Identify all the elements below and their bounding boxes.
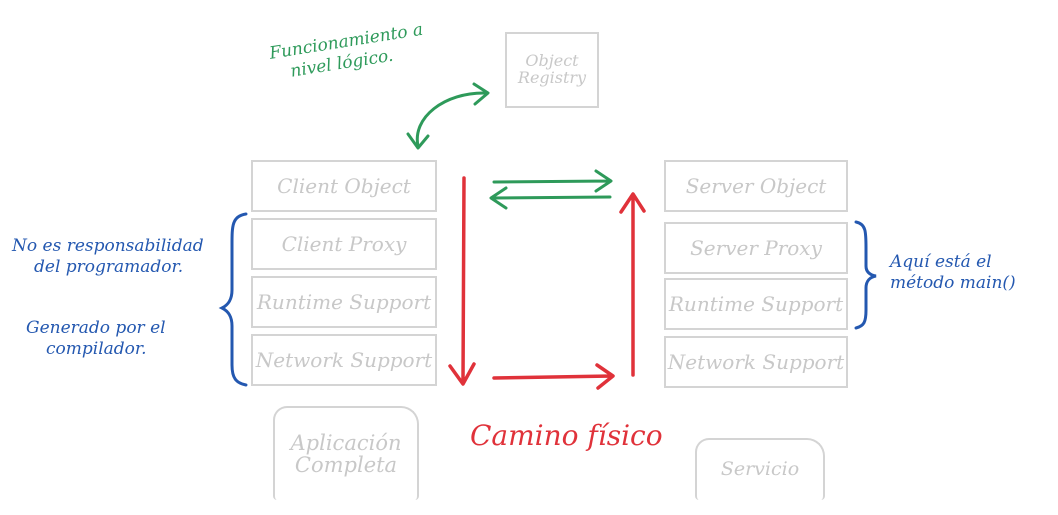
client-proxy-label: Client Proxy	[281, 231, 407, 256]
client-application-line2: Completa	[294, 453, 398, 477]
left-note-line4: compilador.	[46, 339, 147, 360]
right-note-line2: método main()	[890, 273, 1016, 294]
physical-arrow-up	[619, 192, 646, 377]
server-proxy-box: Server Proxy	[664, 222, 848, 274]
physical-path-label-text: Camino físico	[470, 419, 663, 452]
left-brace	[218, 212, 248, 387]
logical-arrow-left	[489, 186, 612, 210]
client-runtime-support-label: Runtime Support	[256, 289, 432, 314]
physical-arrow-right	[492, 363, 615, 390]
right-note-main: Aquí está el método main()	[890, 252, 1016, 295]
client-object-label: Client Object	[277, 173, 411, 198]
client-application-box: Aplicación Completa	[273, 406, 419, 500]
server-proxy-label: Server Proxy	[690, 235, 822, 260]
server-network-support-box: Network Support	[664, 336, 848, 388]
logical-arrow-right	[492, 169, 613, 193]
logical-curve-arrowhead-top	[472, 82, 490, 106]
client-network-support-box: Network Support	[251, 334, 437, 386]
client-application-line1: Aplicación	[290, 430, 402, 455]
left-note-line1: No es responsabilidad	[12, 236, 204, 256]
right-note-line1: Aquí está el	[890, 252, 992, 272]
server-application-box: Servicio	[695, 438, 825, 500]
server-application-label: Servicio	[720, 458, 800, 481]
left-note-line2: del programador.	[34, 257, 184, 278]
left-note-compiler: Generado por el compilador.	[26, 318, 166, 361]
object-registry-line1: Object	[525, 51, 579, 71]
left-note-responsibility: No es responsabilidad del programador.	[12, 236, 204, 279]
server-object-label: Server Object	[685, 173, 827, 198]
client-runtime-support-box: Runtime Support	[251, 276, 437, 328]
left-note-line3: Generado por el	[26, 318, 166, 338]
logical-curve-arrowhead-bottom	[406, 132, 430, 150]
client-proxy-box: Client Proxy	[251, 218, 437, 270]
logical-curve-arrow	[415, 91, 488, 148]
right-brace	[854, 220, 877, 330]
object-registry-line2: Registry	[517, 68, 587, 87]
server-runtime-support-label: Runtime Support	[668, 291, 844, 316]
server-object-box: Server Object	[664, 160, 848, 212]
client-object-box: Client Object	[251, 160, 437, 212]
physical-arrow-down	[448, 176, 476, 386]
physical-path-label: Camino físico	[470, 418, 663, 453]
server-network-support-label: Network Support	[667, 349, 845, 374]
server-runtime-support-box: Runtime Support	[664, 278, 848, 330]
object-registry-box: Object Registry	[505, 32, 599, 108]
client-network-support-label: Network Support	[255, 347, 433, 372]
